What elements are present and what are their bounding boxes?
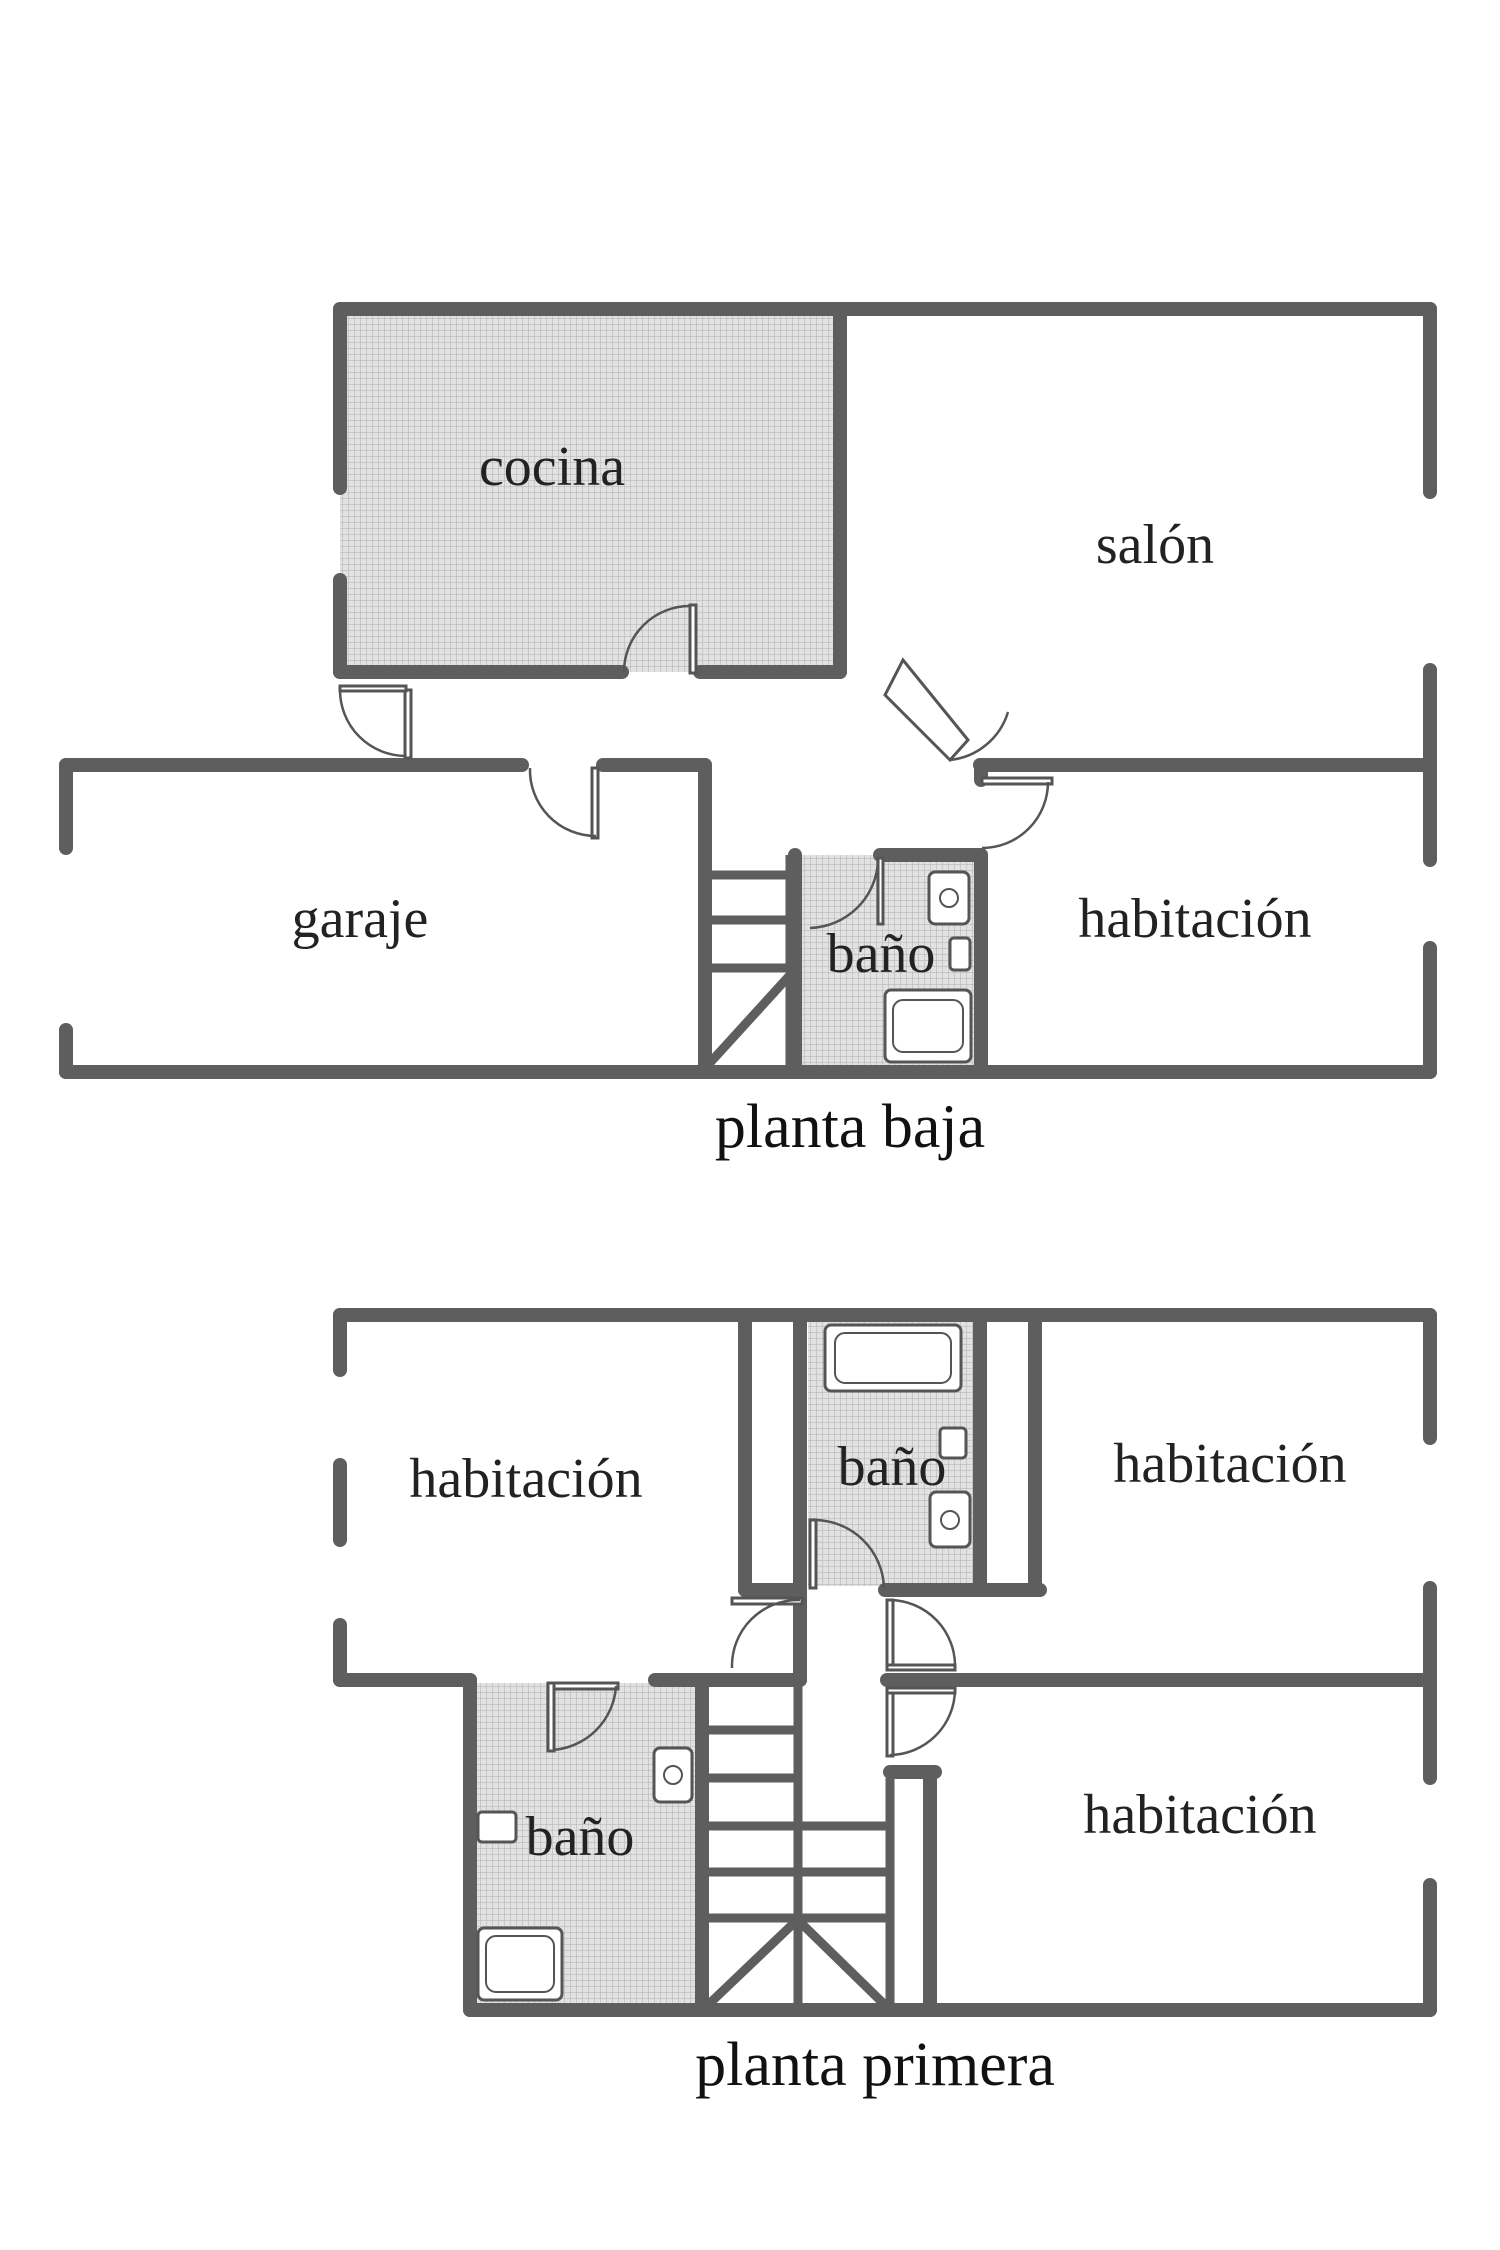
salon-door [883,657,1010,763]
label-first-bathroom-top: baño [838,1436,947,1498]
ground-bathroom-door [809,856,885,930]
kitchen-floor-tiles [340,310,840,672]
label-first-bedroom-right-bottom: habitación [1083,1784,1316,1846]
label-first-bedroom-right-top: habitación [1113,1433,1346,1495]
first-bathroom-top-door [808,1518,886,1590]
ground-floor-stairs [704,855,795,1072]
first-floor-title: planta primera [695,2031,1055,2099]
label-living-room: salón [1096,514,1214,576]
first-bedroom-left-door [730,1596,804,1669]
label-ground-bathroom: baño [827,923,936,985]
label-first-bathroom-bottom: baño [526,1806,635,1868]
first-floor-plan: habitación baño habitación baño habitaci… [333,1308,1437,2099]
ground-floor-walls [59,302,1437,1079]
first-floor-stairs [704,1680,895,2010]
first-bedroom-right-bottom-door [885,1686,957,1758]
garage-outside-door [338,684,413,760]
sink-icon [927,870,971,926]
ground-floor-title: planta baja [715,1093,985,1161]
toilet-icon [948,936,972,972]
sink-icon [652,1746,694,1804]
ground-bathroom-fixtures [883,870,973,1064]
bathtub-icon [476,1926,564,2002]
label-first-bedroom-left: habitación [409,1448,642,1510]
label-ground-bedroom: habitación [1078,888,1311,950]
kitchen-door [622,603,698,675]
garage-door [528,766,600,840]
toilet-icon [476,1810,518,1844]
first-floor-walls [333,1308,1437,2017]
bathtub-icon [823,1323,963,1393]
label-kitchen: cocina [479,436,625,498]
first-bathroom-bottom-door [546,1681,620,1753]
ground-bedroom-door [980,776,1054,850]
first-bathroom-bottom-fixtures [476,1746,694,2002]
first-bathroom-top-fixtures [823,1323,972,1549]
first-bedroom-right-top-door [885,1598,957,1672]
bathtub-icon [883,988,973,1064]
toilet-icon [938,1426,968,1460]
ground-floor-plan: cocina salón garaje baño habitación plan… [59,302,1437,1161]
sink-icon [928,1490,972,1549]
label-garage: garaje [292,888,429,950]
